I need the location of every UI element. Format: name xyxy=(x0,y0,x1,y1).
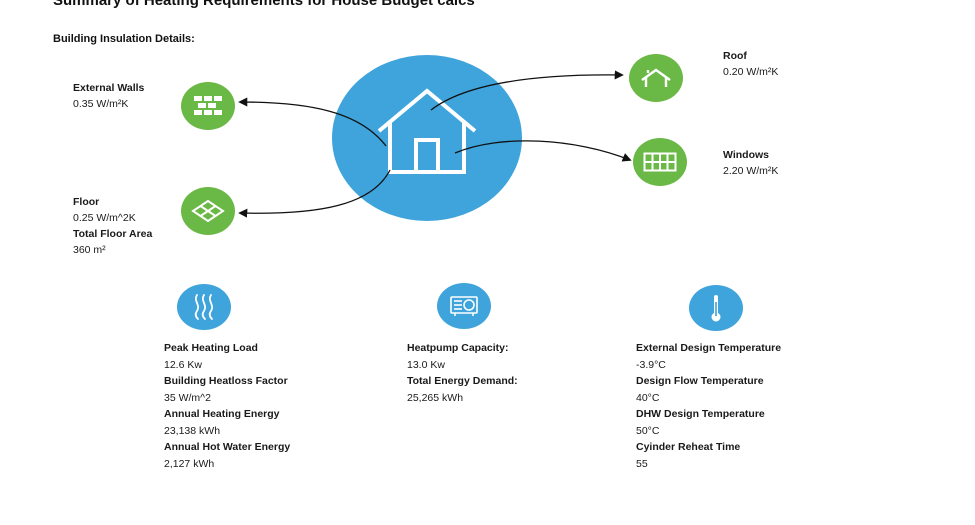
windows-value: 2.20 W/m²K xyxy=(723,165,779,177)
windows-info: Windows 2.20 W/m²K xyxy=(723,147,778,179)
dhw-design-temp-value: 50°C xyxy=(636,424,660,437)
peak-heating-load-label: Peak Heating Load xyxy=(164,342,258,354)
design-flow-temp-value: 40°C xyxy=(636,391,660,404)
floor-tiles-icon xyxy=(181,187,235,235)
external-design-temp-value: -3.9°C xyxy=(636,358,666,371)
annual-hot-water-label: Annual Hot Water Energy xyxy=(164,441,291,453)
heatloss-factor-value: 35 W/m^2 xyxy=(164,391,211,404)
roof-info: Roof 0.20 W/m²K xyxy=(723,48,778,80)
cylinder-reheat-label: Cyinder Reheat Time xyxy=(636,441,741,453)
arrow-windows xyxy=(454,140,632,162)
house-icon xyxy=(377,88,477,174)
total-floor-area-value: 360 m² xyxy=(73,244,106,256)
roof-value: 0.20 W/m²K xyxy=(723,66,779,78)
heatpump-capacity-label: Heatpump Capacity: xyxy=(407,342,509,354)
thermometer-icon xyxy=(689,285,743,331)
total-floor-area-label: Total Floor Area xyxy=(73,228,153,240)
annual-heating-value: 23,138 kWh xyxy=(164,424,221,437)
roof-label: Roof xyxy=(723,50,747,62)
external-walls-label: External Walls xyxy=(73,82,145,94)
heatpump-unit-icon xyxy=(437,283,491,329)
heat-waves-icon xyxy=(177,284,231,330)
brick-wall-icon xyxy=(181,82,235,130)
total-energy-demand-label: Total Energy Demand: xyxy=(407,375,518,387)
floor-label: Floor xyxy=(73,196,100,208)
heatpump-capacity-value: 13.0 Kw xyxy=(407,358,445,371)
windows-label: Windows xyxy=(723,149,769,161)
external-design-temp-label: External Design Temperature xyxy=(636,342,782,354)
arrow-walls xyxy=(238,97,387,147)
window-icon xyxy=(633,138,687,186)
heatloss-factor-label: Building Heatloss Factor xyxy=(164,375,288,387)
external-walls-info: External Walls 0.35 W/m²K xyxy=(73,80,144,112)
heatpump-summary: Heatpump Capacity: 13.0 Kw Total Energy … xyxy=(407,340,518,406)
external-walls-value: 0.35 W/m²K xyxy=(73,98,129,110)
section-heading-insulation: Building Insulation Details: xyxy=(53,33,195,45)
heating-summary: Peak Heating Load 12.6 Kw Building Heatl… xyxy=(164,340,290,472)
design-flow-temp-label: Design Flow Temperature xyxy=(636,375,764,387)
floor-value: 0.25 W/m^2K xyxy=(73,212,136,224)
page-title: Summary of Heating Requirements for Hous… xyxy=(53,0,475,9)
floor-info: Floor 0.25 W/m^2K Total Floor Area 360 m… xyxy=(73,194,152,258)
roof-icon xyxy=(629,54,683,102)
arrow-floor xyxy=(238,169,391,218)
annual-heating-label: Annual Heating Energy xyxy=(164,408,280,420)
dhw-design-temp-label: DHW Design Temperature xyxy=(636,408,765,420)
annual-hot-water-value: 2,127 kWh xyxy=(164,457,215,470)
temperature-summary: External Design Temperature -3.9°C Desig… xyxy=(636,340,781,472)
arrow-roof xyxy=(430,70,624,111)
total-energy-demand-value: 25,265 kWh xyxy=(407,391,464,404)
peak-heating-load-value: 12.6 Kw xyxy=(164,358,202,371)
cylinder-reheat-value: 55 xyxy=(636,457,648,470)
